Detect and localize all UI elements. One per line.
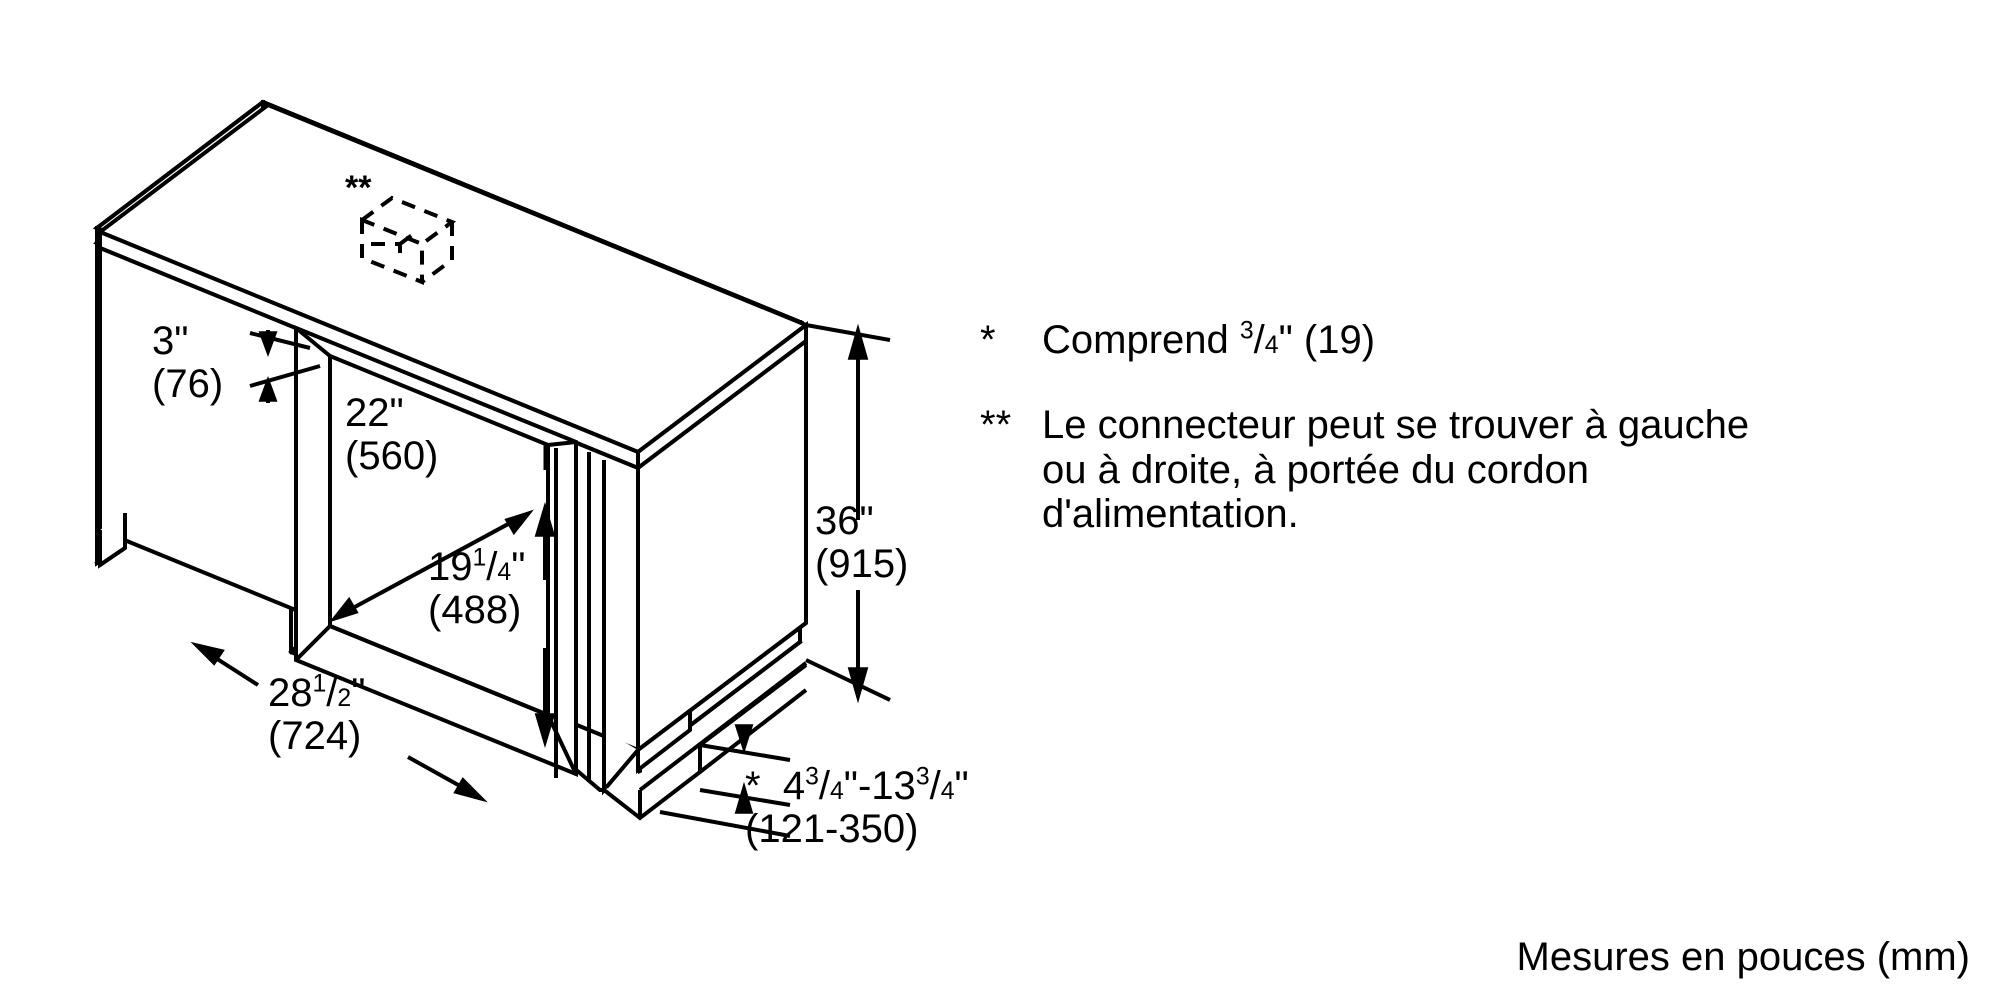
note-1-mark: * bbox=[980, 318, 996, 362]
note-2-line-1: Le connecteur peut se trouver à gauche bbox=[1042, 402, 1750, 447]
overall-height-inches: 36" bbox=[815, 499, 874, 543]
toe-kick-high-numerator: 3 bbox=[915, 763, 930, 791]
cabinet-depth-numerator: 1 bbox=[312, 670, 327, 698]
toe-kick-low-whole: 4 bbox=[782, 764, 806, 808]
note-asterisk-double: ** Le connecteur peut se trouver à gauch… bbox=[980, 403, 1940, 537]
opening-height-mm: (488) bbox=[428, 587, 522, 632]
note-asterisk-single: * Comprend 3/4" (19) bbox=[980, 318, 1940, 363]
cabinet-depth-mm: (724) bbox=[268, 713, 362, 758]
note-2-mark: ** bbox=[980, 402, 1012, 447]
note-2-body: Le connecteur peut se trouver à gauche o… bbox=[1042, 403, 1940, 537]
toe-kick-low-denominator: 4 bbox=[829, 778, 844, 805]
toe-kick-low-numerator: 3 bbox=[805, 763, 819, 791]
cabinet-depth-inches: 281/2" bbox=[268, 670, 366, 715]
opening-height-denominator: 4 bbox=[497, 559, 512, 586]
toe-kick-dash: "- bbox=[843, 764, 872, 808]
dimension-label-cabinet-depth: 281/2" (724) bbox=[268, 672, 365, 758]
note-1-numerator: 3 bbox=[1239, 317, 1254, 345]
top-gap-mm: (76) bbox=[152, 361, 224, 406]
dimension-label-opening-width: 22" (560) bbox=[345, 392, 438, 478]
cabinet-niche bbox=[294, 325, 578, 777]
notes-block: * Comprend 3/4" (19) ** Le connecteur pe… bbox=[980, 318, 1940, 577]
note-1-denominator: 4 bbox=[1264, 332, 1279, 359]
note-1-text-post: " (19) bbox=[1278, 318, 1376, 362]
toe-kick-mark: * bbox=[745, 764, 761, 808]
dimension-lines bbox=[190, 323, 891, 838]
overall-height-mm: (915) bbox=[815, 541, 909, 586]
toe-kick-high-whole: 13 bbox=[871, 764, 916, 808]
cabinet-depth-whole: 28 bbox=[268, 671, 313, 715]
note-2-line-2: ou à droite, à portée du cordon bbox=[1042, 447, 1590, 492]
note-1-text-pre: Comprend bbox=[1042, 318, 1240, 362]
plinth-left bbox=[98, 513, 127, 569]
opening-height-inches: 191/4" bbox=[428, 544, 526, 589]
cabinet-depth-denominator: 2 bbox=[337, 685, 352, 712]
opening-width-inches: 22" bbox=[345, 391, 404, 435]
toe-kick-mm: (121-350) bbox=[745, 806, 919, 851]
dimension-label-overall-height: 36" (915) bbox=[815, 500, 908, 586]
toe-kick-high-denominator: 4 bbox=[940, 778, 955, 805]
base-plinth-right bbox=[636, 621, 808, 792]
connector-marker-text: ** bbox=[345, 169, 372, 207]
connector-marker-label: ** bbox=[345, 170, 371, 206]
opening-height-numerator: 1 bbox=[472, 544, 487, 572]
dimension-label-opening-height: 191/4" (488) bbox=[428, 546, 525, 632]
note-2-line-3: d'alimentation. bbox=[1042, 492, 1299, 537]
toe-kick-inches: * 43/4"-133/4" bbox=[745, 763, 969, 808]
top-gap-inches: 3" bbox=[152, 319, 189, 363]
unit-caption: Mesures en pouces (mm) bbox=[1516, 935, 1970, 979]
cabinet-depth-suffix: " bbox=[351, 671, 366, 715]
note-1-body: Comprend 3/4" (19) bbox=[1042, 317, 1376, 362]
dimension-label-toe-kick: * 43/4"-133/4" (121-350) bbox=[745, 765, 969, 851]
opening-height-suffix: " bbox=[511, 545, 526, 589]
dimension-label-top-gap: 3" (76) bbox=[152, 320, 223, 406]
opening-width-mm: (560) bbox=[345, 433, 439, 478]
connector-box-dashed bbox=[360, 195, 457, 285]
opening-height-whole: 19 bbox=[428, 545, 473, 589]
toe-kick-suffix: " bbox=[954, 764, 969, 808]
